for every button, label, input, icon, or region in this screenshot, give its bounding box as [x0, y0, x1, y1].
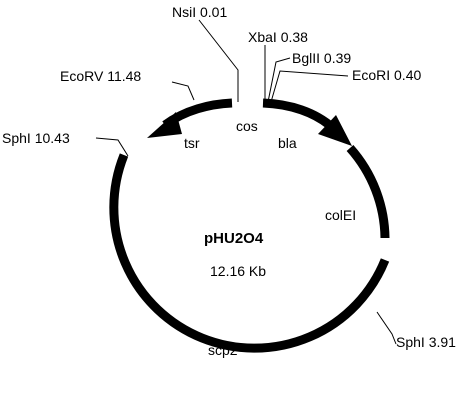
gene-label-bla: bla	[278, 135, 297, 151]
site-label-ecorv: EcoRV 11.48	[60, 68, 141, 84]
gene-label-colei: colEI	[325, 207, 356, 223]
gene-label-scp2: scp2*	[208, 342, 244, 358]
bla-arrow	[262, 98, 336, 132]
bla-arrowhead	[318, 115, 352, 146]
plasmid-ring-main	[346, 145, 390, 239]
site-label-sphi-b: SphI 3.91	[396, 334, 456, 350]
ecori-leader	[270, 70, 349, 103]
plasmid-name: pHU2O4	[204, 230, 264, 247]
site-label-xbai: XbaI 0.38	[248, 29, 308, 45]
tsr-arrowhead	[147, 112, 182, 138]
site-label-bglii: BglII 0.39	[292, 50, 351, 66]
site-label-nsii: NsiI 0.01	[172, 4, 227, 20]
sphi-a-leader	[95, 137, 129, 157]
nsii-leader	[198, 19, 239, 102]
gene-label-cos: cos	[236, 118, 258, 134]
gene-label-tsr: tsr	[184, 135, 200, 151]
site-label-ecori: EcoRI 0.40	[352, 67, 421, 83]
bglii-leader	[267, 57, 291, 103]
plasmid-ring-lower	[109, 153, 390, 353]
ecorv-leader	[171, 81, 195, 101]
plasmid-size: 12.16 Kb	[210, 263, 266, 279]
sphi-b-leader	[376, 311, 397, 345]
site-label-sphi-a: SphI 10.43	[2, 130, 70, 146]
